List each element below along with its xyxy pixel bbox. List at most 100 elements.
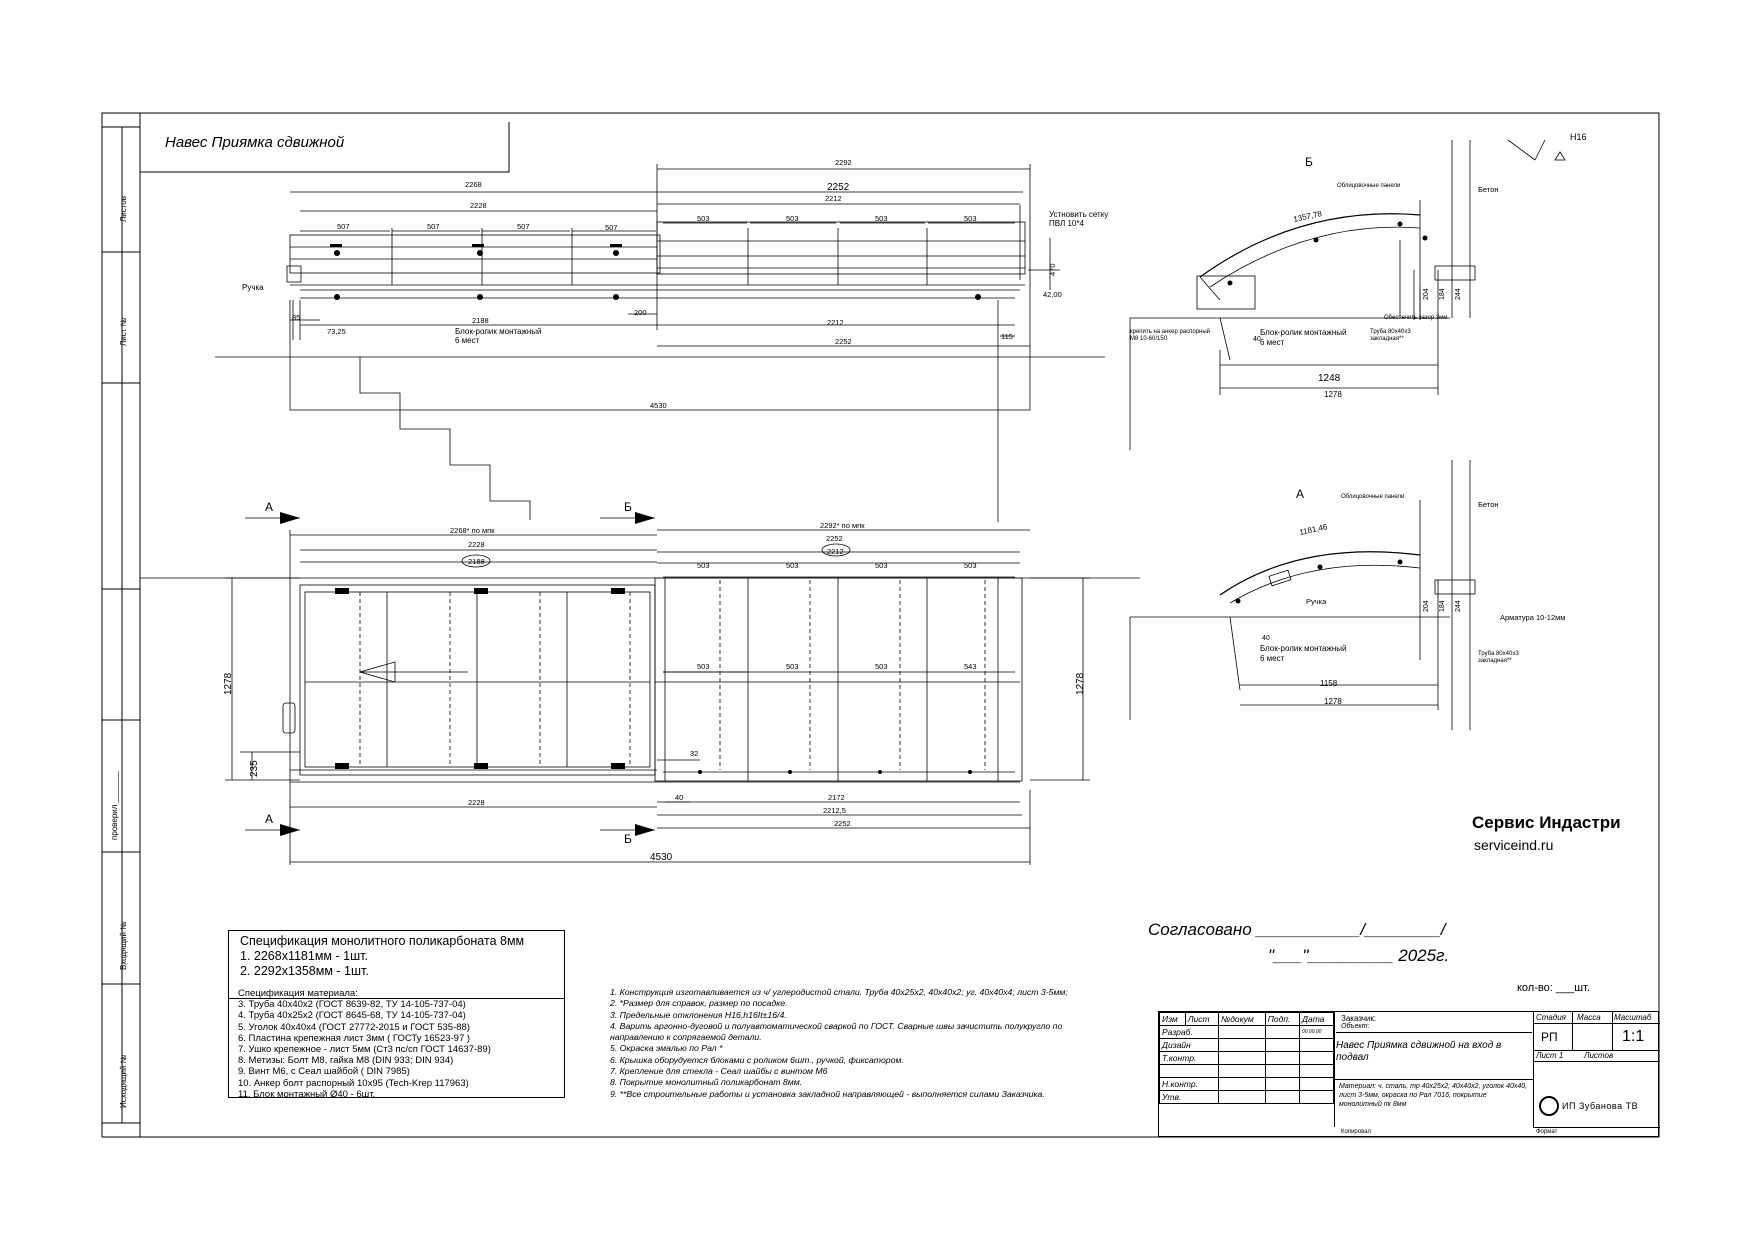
dim-text: 503 bbox=[786, 561, 799, 570]
inner-frame bbox=[139, 112, 1660, 1138]
stamp-role: Разраб. bbox=[1158, 1025, 1220, 1039]
stamp-sheets: Листов bbox=[1584, 1051, 1614, 1060]
dim-text: 2292* по мпк bbox=[820, 521, 865, 530]
spec-mat-item: 8. Метизы: Болт М8, гайка М8 (DIN 933; D… bbox=[238, 1055, 454, 1067]
spec-mat-item: 5. Уголок 40х40х4 (ГОСТ 27772-2015 и ГОС… bbox=[238, 1021, 470, 1033]
spec-mat-item: 10. Анкер болт распорный 10х95 (Tech-Kre… bbox=[238, 1077, 469, 1089]
section-a bbox=[1129, 460, 1476, 730]
dim-text: 40 bbox=[1253, 336, 1261, 343]
dim-text: 40 bbox=[1262, 635, 1270, 642]
stamp-h-izm: Изм bbox=[1159, 1012, 1186, 1026]
stamp-h-date: Дата bbox=[1298, 1012, 1335, 1026]
dim-text: 184 bbox=[1439, 600, 1446, 612]
dim-text: 200 bbox=[634, 308, 647, 317]
dim-text: 503 bbox=[875, 561, 888, 570]
note-line: 3. Предельные отклонения Н16,h16It±16/4. bbox=[610, 1009, 787, 1020]
roller-b2: 6 мест bbox=[1260, 338, 1285, 347]
spec-mat-item: 6. Пластина крепежная лист 3мм ( ГОСТу 1… bbox=[238, 1032, 471, 1044]
dim-text: 503 bbox=[875, 214, 888, 223]
pipe-a: Труба 80х40х3 bbox=[1478, 651, 1519, 657]
dim-text: 2212,5 bbox=[823, 806, 846, 815]
stamp-h-doc: №докум bbox=[1218, 1012, 1266, 1026]
stamp-date-value: 00.00.00 bbox=[1298, 1025, 1335, 1039]
mesh-note: Устновить сетку bbox=[1049, 210, 1108, 219]
dim-text: 507 bbox=[605, 223, 618, 232]
dim-text: 40 bbox=[675, 793, 683, 802]
plan-view-rollers bbox=[280, 512, 972, 836]
dim-text: 2212 bbox=[825, 194, 842, 203]
dim-text: 2252 bbox=[827, 182, 850, 193]
side-label-checked: проверил _______ bbox=[110, 771, 119, 840]
spec-mat-item: 7. Ушко крепежное - лист 5мм (Ст3 пс/сп … bbox=[238, 1044, 491, 1056]
dim-text: 204 bbox=[1423, 600, 1430, 612]
drawing-title: Навес Приямка сдвижной bbox=[165, 134, 345, 151]
dim-text: 2268 bbox=[465, 180, 482, 189]
top-view bbox=[215, 164, 1105, 522]
top-view-rollers bbox=[330, 244, 981, 300]
pipe-a2: закладная** bbox=[1478, 658, 1512, 664]
section-a-points bbox=[1235, 559, 1403, 604]
note-line: 2. *Размер для справок, размер по посадк… bbox=[610, 998, 788, 1009]
stamp-firm: ИП Зубанова ТВ bbox=[1562, 1101, 1639, 1111]
facing-panel-a: Облицовочные панели bbox=[1341, 494, 1404, 500]
stamp-mass-h: Масса bbox=[1577, 1013, 1601, 1022]
approval-line: Согласовано ___________/________/ bbox=[1148, 920, 1446, 939]
dim-text: 543 bbox=[964, 662, 977, 671]
pipe-b: Труба 80х40х3 bbox=[1370, 329, 1411, 335]
plan-view-dims: 2268* по мпк 2292* по мпк 2228 2252 2188… bbox=[223, 500, 1086, 863]
dim-text: 235 bbox=[249, 760, 260, 777]
stamp-sheet: Лист 1 bbox=[1536, 1051, 1564, 1060]
stamp-stage-h: Стадия bbox=[1536, 1013, 1566, 1022]
dim-text: 2212 bbox=[827, 547, 844, 556]
note-line: направлению к сопрягаемой детали. bbox=[610, 1032, 762, 1043]
stamp-format: Формат bbox=[1536, 1129, 1558, 1135]
roller-a2: 6 мест bbox=[1260, 654, 1285, 663]
dim-text: 42,00 bbox=[1043, 290, 1062, 299]
dim-text: 2228 bbox=[470, 201, 487, 210]
stamp-role bbox=[1158, 1064, 1220, 1078]
note-line: 9. **Все строительные работы и установка… bbox=[610, 1088, 1045, 1099]
company-website: serviceind.ru bbox=[1474, 837, 1554, 853]
spec-mat-item: 11. Блок монтажный Ø40 - 6шт. bbox=[238, 1088, 376, 1100]
h16: Н16 bbox=[1570, 132, 1587, 142]
dim-text: 2252 bbox=[834, 819, 851, 828]
stamp-h-sign: Подп. bbox=[1264, 1012, 1300, 1026]
dim-text: 2252 bbox=[835, 337, 852, 346]
side-label-source: Исходящий № bbox=[119, 1054, 128, 1108]
dim-text: 2212 bbox=[827, 318, 844, 327]
dim-text: 1158 bbox=[1320, 679, 1338, 688]
arc-a: 1181,46 bbox=[1299, 522, 1329, 537]
mesh-note-2: ПВЛ 10*4 bbox=[1049, 219, 1084, 228]
spec-poly-item: 1. 2268х1181мм - 1шт. bbox=[240, 949, 368, 963]
dim-text: 503 bbox=[875, 662, 888, 671]
firm-logo-icon bbox=[1539, 1096, 1559, 1116]
approval-date: "___"_________ 2025г. bbox=[1268, 946, 1450, 965]
section-b-points bbox=[1227, 221, 1428, 286]
dim-text: 4530 bbox=[650, 852, 673, 863]
dim-text: 503 bbox=[964, 214, 977, 223]
roller-note-2: 6 мест bbox=[455, 336, 480, 345]
dim-text: 1278 bbox=[1075, 672, 1086, 695]
spec-mat-item: 3. Труба 40х40х2 (ГОСТ 8639-82, ТУ 14-10… bbox=[238, 999, 466, 1011]
note-line: 4. Варить аргонно-дуговой и полуавтомати… bbox=[610, 1020, 1063, 1031]
dim-text: 1248 bbox=[1318, 373, 1341, 384]
general-notes: 1. Конструкция изготавливается из ч/ угл… bbox=[610, 987, 1130, 1100]
stamp-right bbox=[1334, 1012, 1676, 1127]
dim-text: 73,25 bbox=[327, 327, 346, 336]
spec-materials: Спецификация материала: 3. Труба 40х40х2… bbox=[228, 987, 565, 1100]
section-mark-b2: Б bbox=[624, 832, 632, 846]
note-line: 8. Покрытие монолитный поликарбонат 8мм. bbox=[610, 1077, 803, 1088]
stamp-material: Материал: ч. сталь, тр 40х25х2; 40х40х2,… bbox=[1339, 1083, 1528, 1108]
spec-mat-item: 9. Винт М6, с Сеал шайбой ( DIN 7985) bbox=[238, 1066, 410, 1078]
roller-note: Блок-ролик монтажный bbox=[455, 327, 542, 336]
dim-text: 2268* по мпк bbox=[450, 526, 495, 535]
dim-text: 503 bbox=[697, 662, 710, 671]
stamp-role: Утв. bbox=[1158, 1090, 1220, 1104]
stamp-scale: 1:1 bbox=[1622, 1028, 1645, 1045]
dim-text: 503 bbox=[786, 662, 799, 671]
dim-text: 507 bbox=[337, 222, 350, 231]
anchor-note: крепить на анкер распорный bbox=[1130, 328, 1210, 335]
